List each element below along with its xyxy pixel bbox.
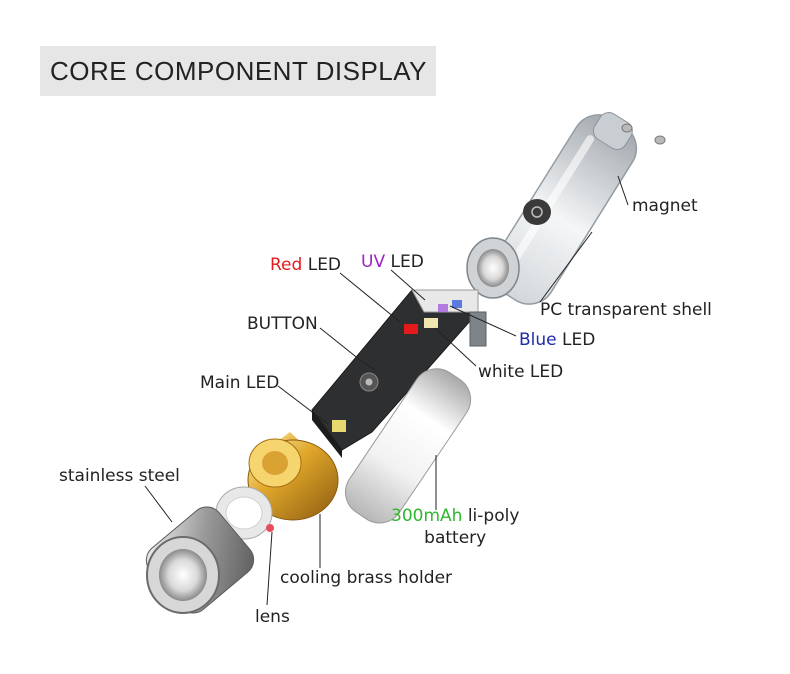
label-magnet: magnet: [632, 196, 698, 216]
label-red-led: Red LED: [270, 255, 342, 275]
red-led-color-word: Red: [270, 255, 303, 275]
pc-transparent-shell: [466, 112, 638, 305]
leader-lines: [144, 175, 629, 606]
battery-capacity: 300mAh: [391, 506, 463, 526]
uv-led-color-word: UV: [361, 252, 386, 272]
blue-led-chip: [452, 300, 462, 308]
label-main-led: Main LED: [200, 373, 280, 393]
main-led-chip: [332, 420, 346, 432]
label-stainless-steel: stainless steel: [59, 466, 180, 486]
red-led-chip: [404, 324, 418, 334]
blue-led-color-word: Blue: [519, 330, 557, 350]
label-battery: 300mAh li-poly battery: [391, 506, 520, 548]
label-uv-led: UV LED: [361, 252, 424, 272]
lipoly-battery: [345, 368, 472, 524]
shell-button-icon: [523, 199, 551, 225]
label-lens: lens: [255, 607, 290, 627]
magnet-pieces: [621, 123, 666, 145]
label-white-led: white LED: [478, 362, 564, 382]
label-blue-led: Blue LED: [519, 330, 596, 350]
stainless-steel-head: [145, 506, 255, 614]
label-cooling-brass-holder: cooling brass holder: [280, 568, 453, 588]
label-pc-transparent-shell: PC transparent shell: [540, 300, 712, 320]
white-led-chip: [424, 318, 438, 328]
title-banner: CORE COMPONENT DISPLAY: [40, 46, 436, 96]
cooling-brass-holder: [247, 432, 339, 521]
uv-led-chip: [438, 304, 448, 312]
page-title: CORE COMPONENT DISPLAY: [50, 55, 427, 86]
usb-connector: [469, 311, 487, 347]
label-button: BUTTON: [247, 314, 318, 334]
